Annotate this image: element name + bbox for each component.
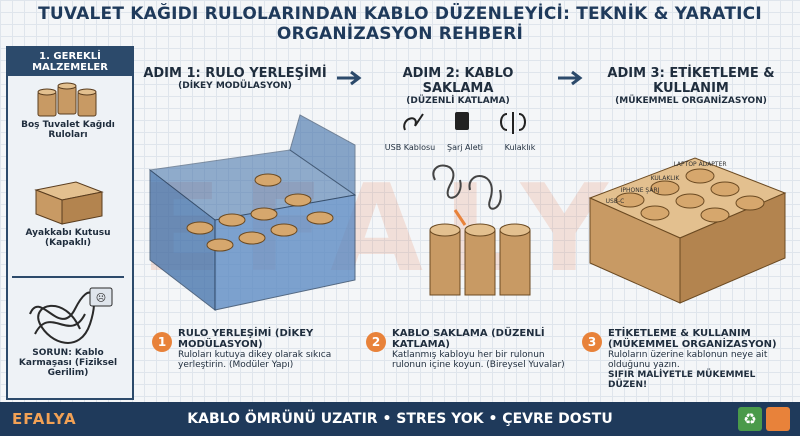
shoe-box-icon: [34, 181, 104, 225]
charger-icon: [455, 112, 469, 130]
step-3-description: ETİKETLEME & KULLANIM (MÜKEMMEL ORGANİZA…: [608, 328, 796, 390]
step-1-desc-text: Ruloları kutuya dikey olarak sıkıca yerl…: [178, 350, 332, 370]
step-3-desc-title: ETİKETLEME & KULLANIM (MÜKEMMEL ORGANİZA…: [608, 328, 777, 350]
step-3-header: ADIM 3: ETİKETLEME & KULLANIM (MÜKEMMEL …: [586, 66, 796, 106]
step-3-number: 3: [582, 332, 602, 352]
cable-icons: [403, 112, 526, 134]
step-1-title: ADIM 1: RULO YERLEŞİMİ: [143, 66, 327, 81]
recycle-icon: ♻: [738, 407, 762, 431]
usb-cable-icon: [403, 113, 424, 131]
tangled-cables-icon: ☹: [29, 287, 113, 344]
box-icon: [766, 407, 790, 431]
paper-rolls-icon: [37, 82, 97, 117]
step-3-title: ADIM 3: ETİKETLEME & KULLANIM: [607, 66, 775, 96]
step-2-illustration: [429, 164, 531, 296]
step-3-desc-text: Ruloların üzerine kablonun neye ait oldu…: [608, 350, 768, 370]
step-3-subtitle: (MÜKEMMEL ORGANİZASYON): [615, 96, 767, 106]
headphones-icon: [500, 112, 526, 134]
roll-label: USB-C: [606, 198, 625, 205]
cable-label-charger: Şarj Aleti: [446, 143, 483, 152]
footer-tagline: KABLO ÖMRÜNÜ UZATIR • STRES YOK • ÇEVRE …: [187, 411, 613, 427]
step-2-description: KABLO SAKLAMA (DÜZENLİ KATLAMA) Katlanmı…: [392, 328, 572, 370]
arrow-right-icon: [558, 70, 583, 86]
page-title: TUVALET KAĞIDI RULOLARINDAN KABLO DÜZENL…: [38, 4, 762, 44]
step-2-desc-text: Katlanmış kabloyu her bir rulonun rulonu…: [392, 350, 565, 370]
roll-label: KULAKLIK: [651, 175, 681, 182]
materials-item-problem: ☹ SORUN: Kablo Karmaşası (Fiziksel Geril…: [12, 284, 124, 378]
divider: [12, 276, 124, 278]
step-2-title: ADIM 2: KABLO SAKLAMA: [402, 66, 514, 96]
step-2-header: ADIM 2: KABLO SAKLAMA (DÜZENLİ KATLAMA): [368, 66, 548, 106]
arrow-right-icon: [337, 70, 362, 86]
step-3-desc-emphasis: SIFIR MALİYETLE MÜKEMMEL DÜZEN!: [608, 370, 756, 390]
roll-label: IPHONE ŞARJ: [621, 187, 660, 194]
step-1-description: RULO YERLEŞİMİ (DİKEY MODÜLASYON) Rulola…: [178, 328, 353, 370]
step-1-header: ADIM 1: RULO YERLEŞİMİ (DİKEY MODÜLASYON…: [140, 66, 330, 91]
materials-heading: 1. GEREKLİ MALZEMELER: [8, 48, 132, 76]
step-2-subtitle: (DÜZENLİ KATLAMA): [406, 96, 510, 106]
step-1-illustration: [148, 114, 357, 312]
materials-label: Ayakkabı Kutusu (Kapaklı): [25, 228, 111, 248]
brand-logo: EFALYA: [12, 410, 77, 428]
cable-label-headphones: Kulaklık: [504, 143, 536, 152]
step-2-number: 2: [366, 332, 386, 352]
step-1-subtitle: (DİKEY MODÜLASYON): [178, 81, 292, 91]
step-3-illustration: LAPTOP ADAPTER KULAKLIK IPHONE ŞARJ USB-…: [588, 157, 787, 304]
roll-label: LAPTOP ADAPTER: [673, 161, 726, 168]
svg-text:☹: ☹: [96, 293, 106, 304]
step-1-number: 1: [152, 332, 172, 352]
materials-label: Boş Tuvalet Kağıdı Ruloları: [21, 120, 115, 140]
materials-item-rolls: Boş Tuvalet Kağıdı Ruloları: [12, 72, 124, 140]
step-2-desc-title: KABLO SAKLAMA (DÜZENLİ KATLAMA): [392, 328, 545, 350]
materials-panel: 1. GEREKLİ MALZEMELER Boş Tuvalet Kağıdı…: [6, 46, 134, 400]
footer-bar: EFALYA KABLO ÖMRÜNÜ UZATIR • STRES YOK •…: [0, 402, 800, 436]
step-1-desc-title: RULO YERLEŞİMİ (DİKEY MODÜLASYON): [178, 328, 314, 350]
cable-label-usb: USB Kablosu: [384, 143, 436, 152]
problem-label: SORUN: Kablo Karmaşası (Fiziksel Gerilim…: [18, 348, 118, 378]
materials-item-box: Ayakkabı Kutusu (Kapaklı): [12, 172, 124, 248]
